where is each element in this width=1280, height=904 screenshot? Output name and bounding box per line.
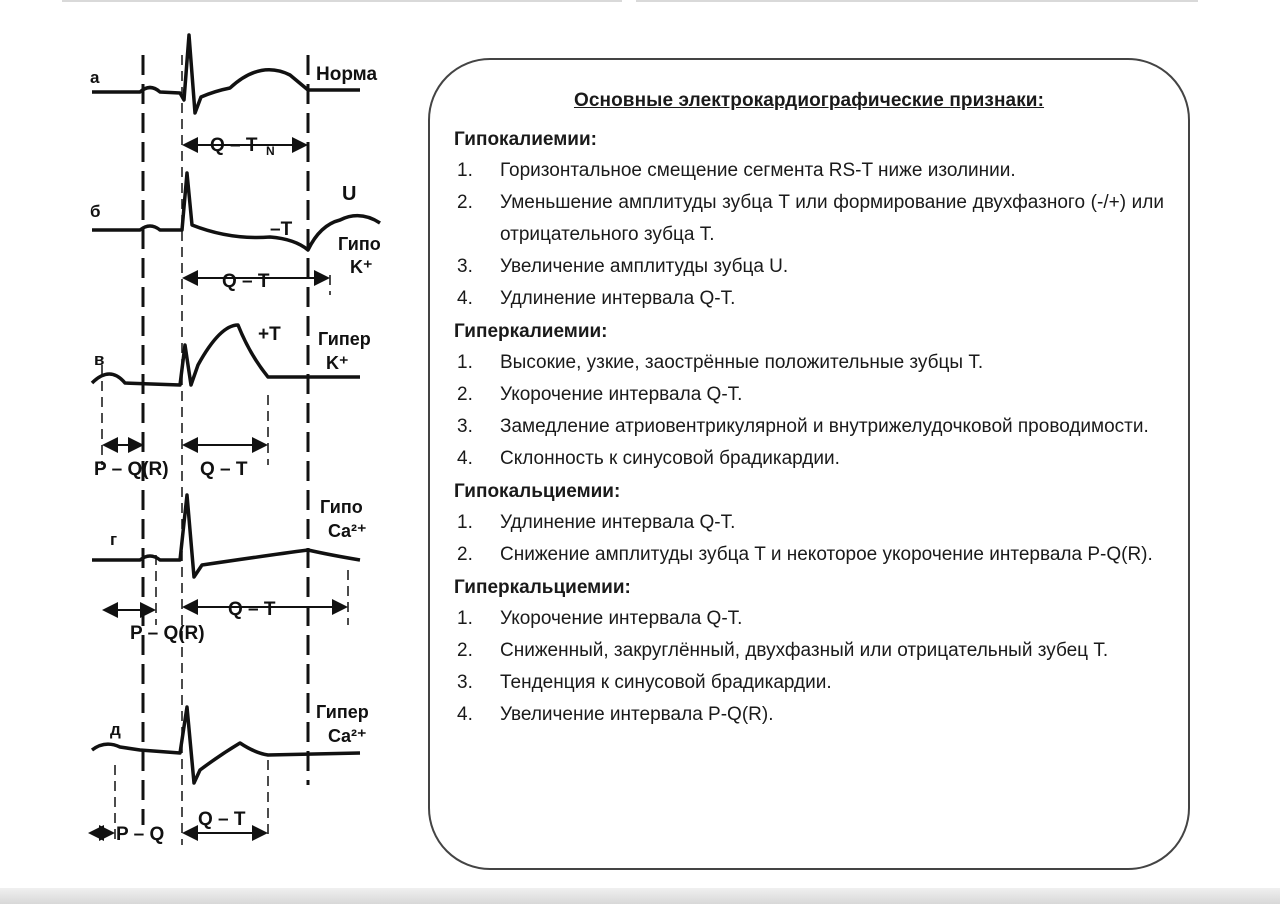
list-item: 2. Укорочение интервала Q-T. [454,379,1164,411]
list-item: 3. Замедление атриовентрикулярной и внутр… [454,411,1164,443]
section-heading: Гипокальциемии: [454,481,621,502]
list-item-number: 4. [457,288,473,309]
label-hypok-1: Гипо [338,234,381,254]
list-item-text: Укорочение интервала Q-T. [500,384,743,405]
section-heading: Гипокалиемии: [454,129,597,150]
ecg-trace-hyperk [90,323,360,387]
bottom-edge [0,888,1280,904]
ecg-trace-hyperca [90,705,361,785]
label-hypoca-1: Гипо [320,497,363,517]
list-item-text: Уменьшение амплитуды зубца T или формиро… [500,192,1164,245]
label-hyperk-2: K⁺ [326,353,349,373]
list-item-number: 2. [457,384,473,405]
top-rule-right [636,0,1198,2]
list-item: 3. Увеличение амплитуды зубца U. [454,251,1164,283]
list-item-text: Горизонтальное смещение сегмента RS-T ни… [500,160,1016,181]
label-hyperca-1: Гипер [316,702,369,722]
list-item: 4. Увеличение интервала P-Q(R). [454,699,1164,731]
list-item-text: Высокие, узкие, заострённые положительны… [500,352,984,373]
label-hypoca-2: Ca²⁺ [328,521,367,541]
list-item-number: 3. [457,256,473,277]
interval-pq-hyperk: P – Q(R) [94,459,169,480]
list-item-text: Увеличение амплитуды зубца U. [500,256,789,277]
list-item: 1. Высокие, узкие, заострённые положитель… [454,347,1164,379]
ecg-trace-hypoca [92,493,361,579]
wave-u-label: U [342,183,356,205]
row-letter-g: г [110,530,117,549]
label-norm: Норма [316,64,377,85]
wave-neg-t-label: –T [270,219,293,240]
list-item-number: 1. [457,512,473,533]
list-item: 4. Удлинение интервала Q-T. [454,283,1164,315]
interval-qt-hypok: Q – T [222,271,270,292]
list-item: 1. Горизонтальное смещение сегмента RS-T … [454,155,1164,187]
list-item: 1. Удлинение интервала Q-T. [454,507,1164,539]
list-item-number: 1. [457,352,473,373]
list-item-number: 2. [457,640,473,661]
interval-qt-hyperk: Q – T [200,459,248,480]
label-hypok-2: K⁺ [350,257,373,277]
ecg-trace-hypok [92,171,381,252]
wave-pos-t-label: +T [258,324,281,345]
ecg-trace-norm [92,33,360,115]
label-hyperk-1: Гипер [318,329,371,349]
row-letter-a: а [90,68,100,87]
list-item: 1. Укорочение интервала Q-T. [454,603,1164,635]
criteria-sections: Гипокалиемии: 1. Горизонтальное смещение с… [454,123,1164,731]
row-letter-b: б [90,202,101,221]
list-item: 2. Уменьшение амплитуды зубца T или форми… [454,187,1164,251]
list-item-text: Замедление атриовентрикулярной и внутриж… [500,416,1149,437]
list-item-number: 2. [457,192,473,213]
list-item-text: Увеличение интервала P-Q(R). [500,704,774,725]
list-item-number: 1. [457,608,473,629]
list-item-text: Снижение амплитуды зубца T и некоторое у… [500,544,1153,565]
list-item: 3. Тенденция к синусовой брадикардии. [454,667,1164,699]
list-item-text: Сниженный, закруглённый, двухфазный или … [500,640,1109,661]
list-item-number: 3. [457,416,473,437]
list-item-number: 2. [457,544,473,565]
ecg-diagram: а б в г д Норма U –T Гипо K⁺ +T Гипер K⁺… [88,33,381,845]
row-letter-d: д [110,720,121,739]
list-item-number: 4. [457,704,473,725]
list-item-number: 1. [457,160,473,181]
list-item-text: Склонность к синусовой брадикардии. [500,448,840,469]
list-item-number: 3. [457,672,473,693]
interval-qt-hypoca: Q – T [228,599,276,620]
top-rule-left [62,0,622,2]
list-item: 4. Склонность к синусовой брадикардии. [454,443,1164,475]
section-heading: Гиперкалиемии: [454,321,608,342]
interval-pq-hypoca: P – Q(R) [130,623,205,644]
panel-title: Основные электрокардиографические призна… [573,90,1045,111]
ecg-figure: а б в г д Норма U –T Гипо K⁺ +T Гипер K⁺… [70,25,410,855]
row-letter-v: в [94,350,104,369]
section-heading: Гиперкальциемии: [454,577,631,598]
list-item-number: 4. [457,448,473,469]
list-item-text: Удлинение интервала Q-T. [500,288,736,309]
interval-qt-norm: Q – T [210,135,258,156]
list-item: 2. Сниженный, закруглённый, двухфазный ил… [454,635,1164,667]
list-item-text: Укорочение интервала Q-T. [500,608,743,629]
list-item-text: Тенденция к синусовой брадикардии. [500,672,832,693]
interval-qt-norm-sub: N [266,144,275,158]
list-item-text: Удлинение интервала Q-T. [500,512,736,533]
list-item: 2. Снижение амплитуды зубца T и некоторое… [454,539,1164,571]
criteria-panel: Основные электрокардиографические призна… [428,58,1190,870]
interval-pq-hyperca: P – Q [116,824,164,845]
label-hyperca-2: Ca²⁺ [328,726,367,746]
interval-qt-hyperca: Q – T [198,809,246,830]
